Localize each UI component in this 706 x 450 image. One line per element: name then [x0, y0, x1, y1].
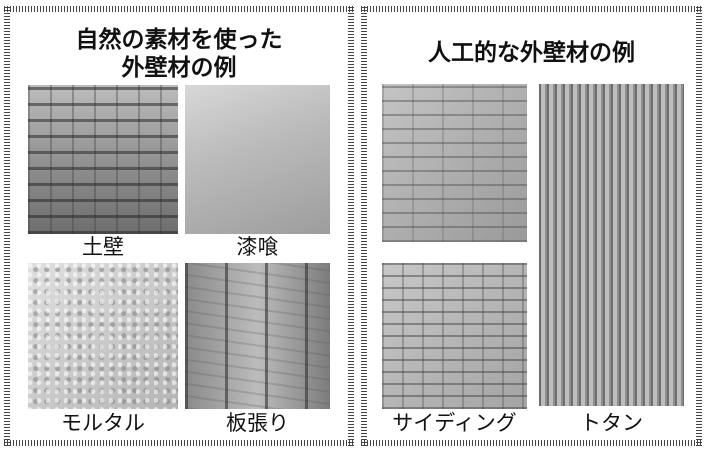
siding-photo-brick-pattern: [382, 263, 527, 409]
panel-border-top: [361, 6, 702, 12]
artificial-materials-panel: 人工的な外壁材の例 サイディング トタン: [361, 6, 702, 446]
artificial-panel-title: 人工的な外壁材の例: [428, 40, 635, 66]
panel-border-bottom: [361, 440, 702, 446]
mortar-caption: モルタル: [61, 411, 145, 435]
natural-panel-title: 自然の素材を使った 外壁材の例: [75, 27, 283, 81]
shikkui-caption: 漆喰: [236, 235, 279, 259]
itabari-caption: 板張り: [226, 411, 289, 435]
panel-border-right: [348, 6, 354, 446]
totan-caption: トタン: [580, 411, 643, 435]
panel-border-right: [696, 6, 702, 446]
panel-border-top: [4, 6, 354, 12]
itabari-photo: [185, 263, 330, 409]
totan-photo: [539, 84, 684, 406]
natural-materials-panel: 自然の素材を使った 外壁材の例 土壁 漆喰 モルタル 板張り: [4, 6, 354, 446]
siding-caption: サイディング: [392, 411, 517, 435]
tsuchikabe-caption: 土壁: [82, 235, 124, 259]
panel-border-left: [361, 6, 367, 446]
tsuchikabe-photo: [28, 85, 178, 234]
panel-border-bottom: [4, 440, 354, 446]
shikkui-photo: [185, 85, 330, 234]
mortar-photo: [28, 263, 178, 409]
panel-border-left: [4, 6, 10, 446]
siding-photo-stone-pattern: [382, 84, 527, 242]
